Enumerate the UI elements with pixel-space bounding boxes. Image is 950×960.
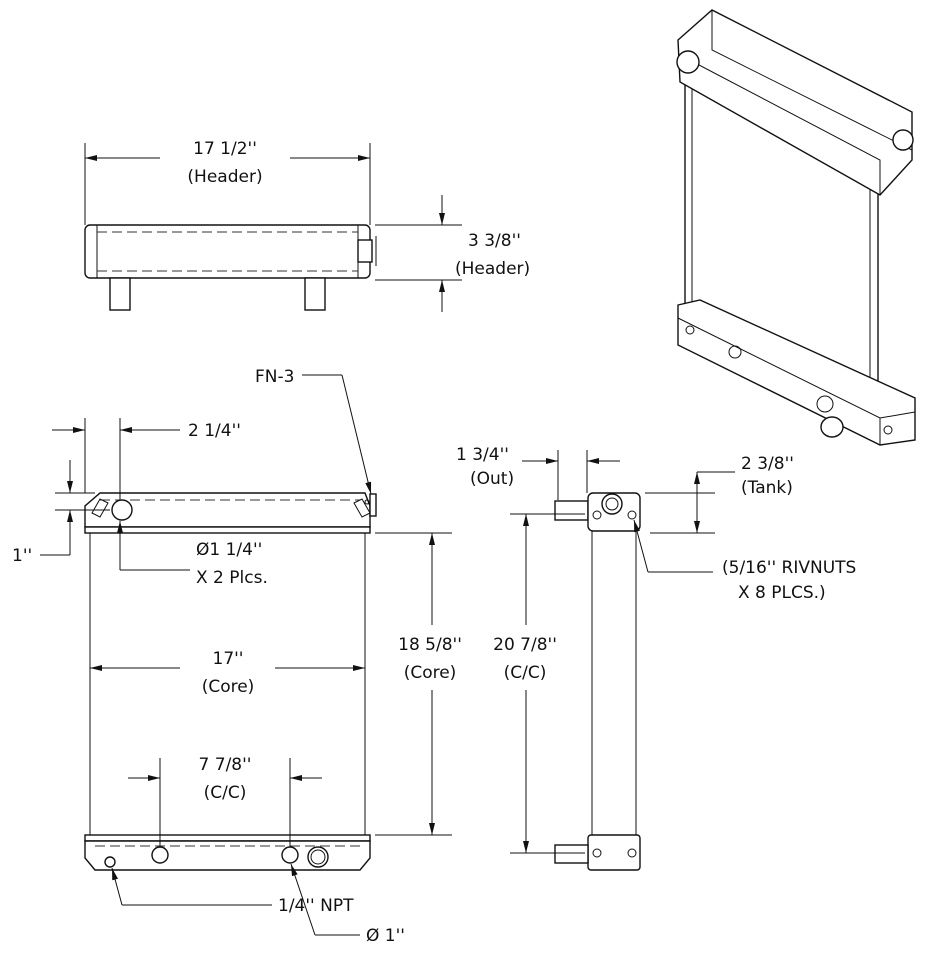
header-width-label: 17 1/2'' [193, 139, 257, 159]
tank-depth-label: 2 3/8'' [741, 454, 794, 474]
outlet-cc-sub: (C/C) [504, 663, 547, 683]
core-height-label: 18 5/8'' [398, 635, 462, 655]
header-height-label: 3 3/8'' [468, 231, 521, 251]
rivnut [627, 510, 637, 520]
header-tank-outline [84, 224, 371, 279]
outlet-cc-label: 20 7/8'' [493, 635, 557, 655]
iso-side-fitting [892, 129, 914, 151]
header-width-sub: (Header) [187, 167, 262, 187]
npt-label: 1/4'' NPT [278, 896, 354, 916]
inlet-offset-label: 2 1/4'' [188, 421, 241, 441]
npt-port [104, 856, 116, 868]
top-view: 17 1/2'' (Header) 3 3/8'' (Header) [84, 139, 530, 312]
iso-outlet [820, 416, 844, 438]
outlet-offset-sub: (Out) [470, 469, 514, 489]
outlet-stub-bottom [554, 844, 589, 864]
inlet-qty-label: X 2 Plcs. [196, 568, 268, 588]
mount-hole-left [151, 846, 169, 864]
mount-stub-left [109, 277, 131, 311]
iso-inlet [676, 50, 700, 74]
front-view: FN-3 2 1/4'' 1'' Ø1 1/4'' X 2 Plcs. 17''… [12, 367, 462, 946]
iso-bottom-tank [677, 299, 916, 446]
rivnut-label: (5/16'' RIVNUTS [722, 558, 856, 578]
side-bottom-tank [587, 834, 641, 871]
inlet-diameter-label: Ø1 1/4'' [196, 540, 262, 560]
core-height-sub: (Core) [404, 663, 457, 683]
rivnut [592, 510, 602, 520]
outlet-stub-top [554, 500, 589, 521]
rivnut-qty-label: X 8 PLCS.) [738, 583, 826, 603]
core-width-sub: (Core) [202, 677, 255, 697]
outlet-diameter-label: Ø 1'' [366, 926, 405, 946]
outlet-offset-label: 1 3/4'' [456, 445, 509, 465]
isometric-view [676, 9, 916, 446]
mount-stub-right [304, 277, 326, 311]
mount-cc-label: 7 7/8'' [199, 755, 252, 775]
mount-hole-right [281, 846, 299, 864]
inlet-port [111, 499, 133, 521]
mount-cc-sub: (C/C) [204, 783, 247, 803]
side-view: 1 3/4'' (Out) 2 3/8'' (Tank) 20 7/8'' (C… [456, 445, 856, 871]
side-fitting [357, 239, 373, 263]
header-height-sub: (Header) [455, 259, 530, 279]
tank-offset-label: 1'' [12, 546, 32, 566]
tank-depth-sub: (Tank) [741, 478, 793, 498]
fn-label: FN-3 [255, 367, 294, 387]
core-width-label: 17'' [213, 649, 244, 669]
